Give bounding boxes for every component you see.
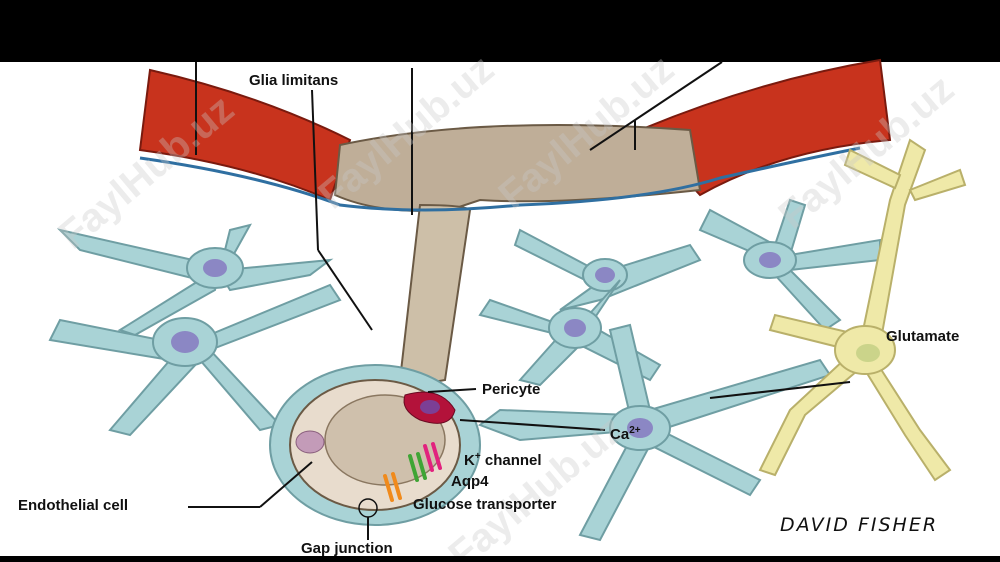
pericyte-nucleus xyxy=(420,400,440,414)
leader-lines xyxy=(188,61,851,540)
capillary-descending xyxy=(398,203,472,384)
aqp4-label: Aqp4 xyxy=(451,473,489,490)
k-channel-label-suffix: channel xyxy=(480,452,542,469)
channel-markers xyxy=(383,442,442,502)
endothelial-nucleus xyxy=(295,430,325,454)
bottom-letterbox xyxy=(0,556,1000,562)
pericyte-label: Pericyte xyxy=(482,381,541,398)
glucose-transporter-label: Glucose transporter xyxy=(413,496,557,513)
top-letterbox xyxy=(0,0,1000,62)
k-channel-label: K+ channel xyxy=(464,451,542,469)
calcium-label: Ca2+ xyxy=(610,425,641,443)
glutamate-label: Glutamate xyxy=(886,328,960,345)
left-blood-vessel xyxy=(138,68,352,202)
artist-signature: DAVID FISHER xyxy=(780,514,939,536)
neuron xyxy=(758,138,967,482)
k-channel-label-sup: + xyxy=(474,451,481,462)
calcium-label-sup: 2+ xyxy=(629,425,641,436)
calcium-label-main: Ca xyxy=(610,426,630,443)
capillary-horizontal xyxy=(333,124,702,212)
gap-junction-label: Gap junction xyxy=(301,540,393,557)
astrocyte-nuclei xyxy=(171,252,781,438)
glia-limitans-membrane xyxy=(139,146,861,212)
glia-limitans-label: Glia limitans xyxy=(249,72,339,89)
endothelial-cell-label: Endothelial cell xyxy=(18,497,129,514)
k-channel-label-main: K xyxy=(464,452,475,469)
neuron-nucleus xyxy=(856,344,880,362)
